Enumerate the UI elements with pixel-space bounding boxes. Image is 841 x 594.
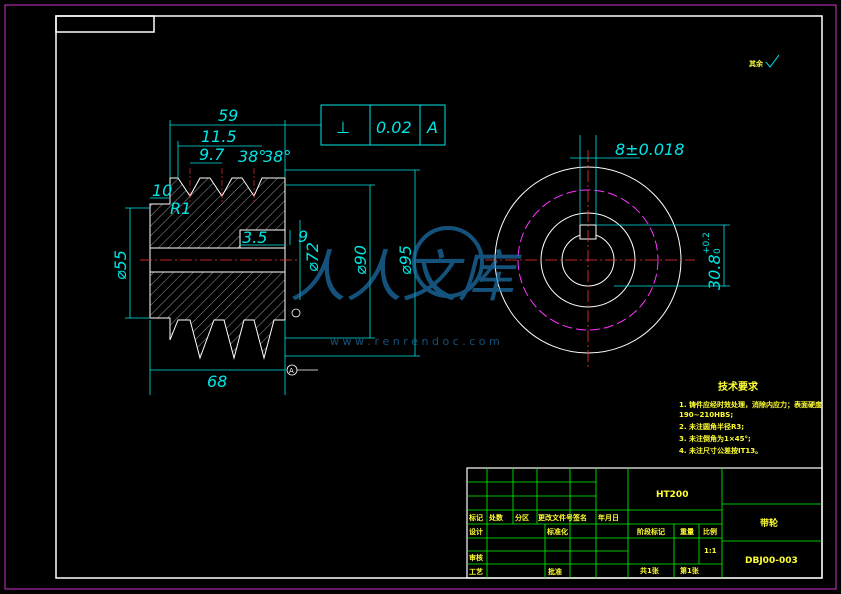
mid-label-standard: 标准化: [546, 527, 568, 536]
dim-inner-step: 3.5: [242, 228, 267, 247]
tolerance-value: 0.02: [376, 118, 412, 137]
lower-hatch: [149, 271, 286, 360]
watermark-logo-icon: [412, 226, 484, 298]
tech-item-4: 3. 未注倒角为1×45°;: [679, 434, 751, 443]
dim-keyway-depth: 30.8: [705, 254, 724, 290]
bore-datum-marker: [291, 308, 301, 318]
scale-label: 比例: [703, 527, 717, 536]
dim-bottom-width: 68: [207, 372, 227, 391]
tech-requirements: 技术要求 1. 铸件应经时效处理，消除内应力；表面硬度 190~210HBS; …: [679, 380, 823, 455]
dim-groove-angle-1: 38°: [238, 147, 266, 166]
watermark-url: w w w . r e n r e n d o c . c o m: [330, 335, 500, 348]
datum-label: A: [289, 367, 294, 375]
title-block-text: HT200 带轮 DBJ00-003 标记 处数 分区 更改文件号 签名 年月日…: [468, 490, 798, 576]
dim-dia-95: ⌀95: [396, 245, 415, 275]
row-label-4: 签名: [572, 513, 587, 522]
sheet-number: 第1张: [680, 566, 700, 575]
stage-label: 阶段标记: [637, 527, 665, 536]
watermark-text: 人人文库: [290, 245, 522, 310]
dim-groove-angle-2: 38°: [263, 147, 291, 166]
tech-title: 技术要求: [718, 380, 759, 393]
dim-groove-pitch: 11.5: [201, 127, 237, 146]
part-name: 带轮: [760, 517, 778, 529]
dim-dia-72: ⌀72: [303, 242, 322, 272]
title-block: [466, 467, 823, 579]
weight-label: 重量: [680, 527, 694, 536]
drawing-number: DBJ00-003: [745, 556, 798, 566]
dim-hub-offset: 10: [152, 181, 172, 200]
end-view: 8±0.018 30.8 +0.2 0: [485, 135, 730, 370]
section-view: ⊥ 0.02 A 59 11.5 9.7 38° 38° 10 R1 3.5 9…: [111, 104, 446, 395]
tech-item-5: 4. 未注尺寸公差按IT13。: [679, 446, 762, 455]
watermark: 人人文库 w w w . r e n r e n d o c . c o m: [290, 226, 522, 348]
row-label-5: 年月日: [598, 513, 619, 522]
corner-box: [55, 15, 155, 33]
tech-item-2: 190~210HBS;: [679, 411, 733, 419]
mid-label-approve: 批准: [548, 567, 562, 576]
scale-value: 1:1: [704, 547, 717, 555]
dim-keyway-tol-lower: 0: [713, 248, 723, 254]
dim-groove-top: 9.7: [199, 145, 225, 164]
tech-item-1: 1. 铸件应经时效处理，消除内应力；表面硬度: [679, 400, 823, 409]
drawing-border: [55, 15, 823, 579]
dim-dia-90: ⌀90: [351, 245, 370, 275]
row-label-2: 分区: [515, 513, 529, 522]
tolerance-frame: ⊥ 0.02 A: [320, 104, 446, 146]
tech-item-3: 2. 未注圆角半径R3;: [679, 422, 744, 431]
perpendicularity-icon: ⊥: [336, 118, 350, 137]
row-label-0: 标记: [468, 513, 483, 522]
dim-radius: R1: [170, 199, 191, 218]
dim-keyway-width: 8±0.018: [615, 140, 684, 159]
row-label-3: 更改文件号: [538, 513, 573, 522]
sheets-total: 共1张: [640, 566, 660, 575]
left-label-process: 工艺: [469, 567, 483, 576]
tolerance-datum: A: [426, 118, 438, 137]
dim-step-9: 9: [298, 227, 308, 246]
material: HT200: [656, 490, 688, 500]
left-label-review: 审核: [469, 553, 483, 562]
roughness-note: 其余: [749, 59, 764, 68]
dim-keyway-tol-upper: +0.2: [702, 232, 712, 254]
dim-overall-width: 59: [218, 106, 238, 125]
roughness-check-icon: [765, 54, 780, 68]
outer-frame: [4, 4, 837, 590]
left-label-design: 设计: [469, 527, 483, 536]
row-label-1: 处数: [488, 513, 504, 522]
dim-bore-dia: ⌀55: [111, 250, 130, 280]
